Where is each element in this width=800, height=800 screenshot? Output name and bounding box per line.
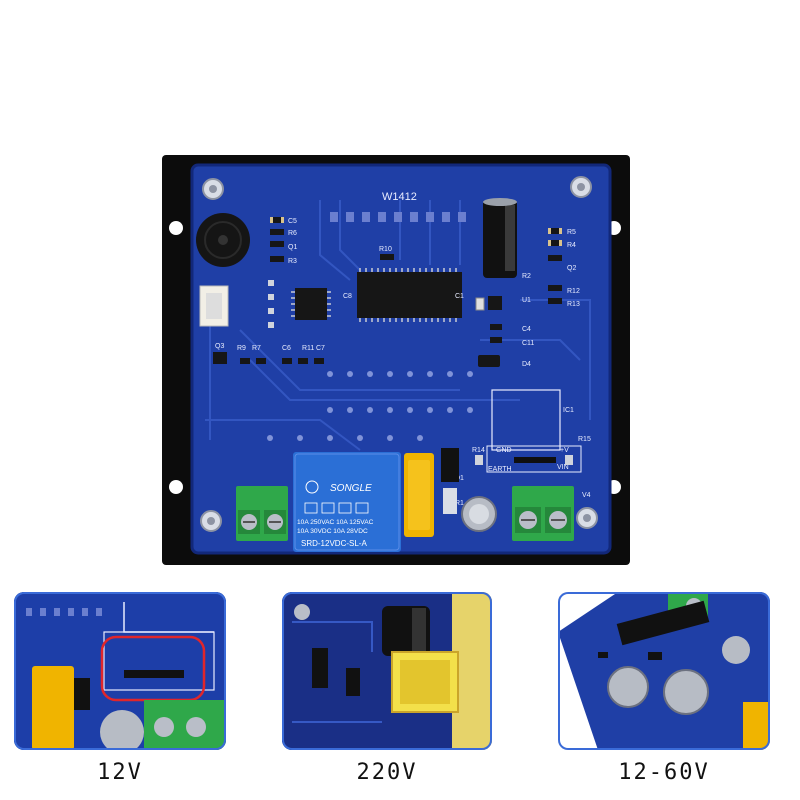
label-plus-v: +V (560, 447, 569, 454)
label-r15: R15 (578, 436, 591, 443)
label-r11: R11 (302, 345, 314, 352)
variant-220v-thumbnail (282, 592, 492, 750)
label-r12: R12 (567, 288, 580, 295)
main-board-photo: W1412 C5 (162, 155, 630, 565)
label-r3: R3 (288, 258, 297, 265)
label-ic1: IC1 (563, 407, 574, 414)
label-r10: R10 (379, 246, 392, 253)
label-c11: C11 (522, 340, 534, 347)
sensor-connector (199, 285, 229, 327)
relay (293, 452, 401, 552)
label-q1: Q1 (288, 244, 297, 251)
label-r6: R6 (288, 230, 297, 237)
label-c5: C5 (288, 218, 297, 225)
eeprom-chip (295, 288, 327, 320)
label-r14: R14 (472, 447, 485, 454)
label-r7: R7 (252, 345, 261, 352)
label-vin: VIN (557, 464, 569, 471)
power-terminal-block (512, 486, 574, 541)
label-c6: C6 (282, 345, 291, 352)
label-r13: R13 (567, 301, 580, 308)
label-c7: C7 (316, 345, 325, 352)
label-r4: R4 (567, 242, 576, 249)
label-r2: R2 (522, 273, 531, 280)
caption-12v: 12V (97, 760, 143, 785)
label-c8: C8 (343, 293, 352, 300)
label-c4: C4 (522, 326, 531, 333)
label-v4: V4 (582, 492, 591, 499)
label-q3: Q3 (215, 343, 224, 350)
label-q2: Q2 (567, 265, 576, 272)
board-model-label: W1412 (382, 191, 417, 203)
caption-220v: 220V (356, 760, 418, 785)
output-terminal-block (236, 486, 288, 541)
relay-rating-1: 10A 250VAC 10A 125VAC (297, 519, 374, 526)
relay-part-number: SRD-12VDC-SL-A (301, 539, 367, 548)
label-d1: D1 (455, 475, 464, 482)
relay-brand: SONGLE (330, 483, 372, 494)
label-earth: EARTH (488, 466, 512, 473)
mcu-chip (357, 272, 462, 318)
caption-12-60v: 12-60V (618, 760, 710, 785)
label-d4: D4 (522, 361, 531, 368)
jumper-header (441, 448, 459, 482)
label-r9: R9 (237, 345, 246, 352)
label-r1: R1 (455, 500, 464, 507)
relay-rating-2: 10A 30VDC 10A 28VDC (297, 528, 368, 535)
variant-12v-thumbnail (14, 592, 226, 750)
label-c1: C1 (455, 293, 464, 300)
label-u1: U1 (522, 297, 531, 304)
variant-12-60v-thumbnail (558, 592, 770, 750)
label-r5: R5 (567, 229, 576, 236)
